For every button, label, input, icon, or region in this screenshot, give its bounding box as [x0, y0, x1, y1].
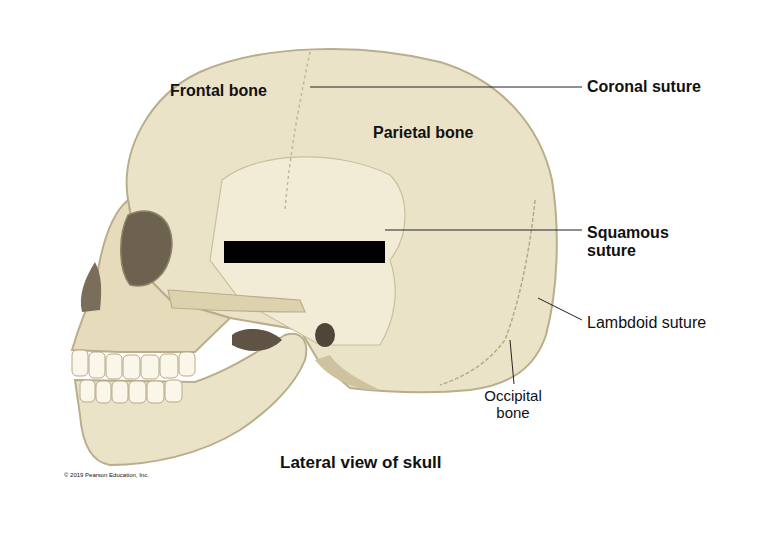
leader-line	[310, 87, 582, 88]
teeth	[72, 350, 195, 403]
redaction-bar	[224, 241, 385, 263]
temporal-region	[210, 157, 405, 345]
suture-label: Lambdoid suture	[587, 314, 706, 332]
leader-line	[538, 298, 582, 320]
bone-label: Parietal bone	[373, 124, 473, 142]
coronal-suture-line	[285, 52, 310, 210]
suture-label: Squamous suture	[587, 224, 687, 261]
leader-line	[385, 230, 582, 231]
bone-label: Occipital bone	[468, 387, 558, 422]
zygomatic-arch	[168, 290, 305, 312]
face	[72, 200, 230, 352]
mastoid	[315, 355, 380, 390]
mandibular-notch	[232, 329, 282, 351]
suture-label: Coronal suture	[587, 78, 701, 96]
leader-line	[510, 340, 514, 384]
bone-label: Frontal bone	[170, 82, 267, 100]
orbit	[121, 211, 172, 286]
mandible	[75, 334, 306, 465]
nasal-cavity	[81, 262, 101, 312]
auditory-meatus	[315, 323, 335, 347]
copyright-note: © 2019 Pearson Education, Inc.	[64, 472, 149, 479]
figure-caption: Lateral view of skull	[280, 453, 442, 473]
lambdoid-suture-line	[440, 200, 535, 385]
